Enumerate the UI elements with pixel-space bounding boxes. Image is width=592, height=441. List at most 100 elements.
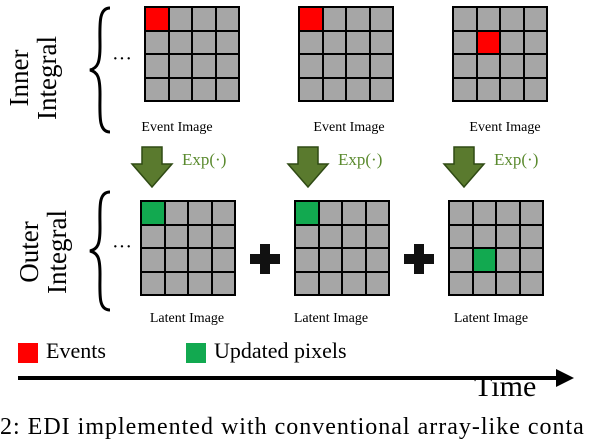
grid-pixel [370,78,392,100]
grid-pixel [501,55,523,77]
grid-pixel [319,272,341,294]
outer-integral-label: Outer Integral [14,187,75,317]
grid-pixel [501,78,523,100]
grid-pixel [193,31,215,53]
grid-pixel [165,202,187,224]
grid-pixel [497,249,519,271]
grid-pixel [212,272,234,294]
grid-pixel [212,202,234,224]
grid-pixel [501,31,523,53]
grid-pixel [323,8,345,30]
latent-image-caption: Latent Image [149,311,225,326]
updated-legend-swatch [186,343,206,363]
grid-pixel [189,272,211,294]
grid-pixel [370,55,392,77]
grid-pixel [450,249,472,271]
grid-pixel [216,31,238,53]
down-arrow-icon [442,146,486,188]
grid-pixel [520,225,542,247]
grid-pixel [370,31,392,53]
grid-pixel [169,31,191,53]
grid-pixel [477,55,499,77]
grid-pixel [216,55,238,77]
inner-label-line1: Inner [4,49,34,107]
grid-pixel [319,225,341,247]
grid-pixel [142,272,164,294]
grid-pixel [520,272,542,294]
grid-pixel [366,272,388,294]
event-image-grid [144,6,240,102]
grid-pixel [343,202,365,224]
grid-pixel [296,272,318,294]
plus-icon [404,244,434,274]
inner-brace-icon [89,6,111,134]
grid-pixel [343,249,365,271]
grid-pixel [169,78,191,100]
grid-pixel [370,8,392,30]
grid-pixel [347,78,369,100]
latent-image-caption: Latent Image [293,311,369,326]
exp-label: Exp(·) [494,150,539,169]
grid-pixel [454,31,476,53]
inner-integral-label: Inner Integral [4,23,65,133]
outer-ellipsis: ··· [112,236,132,258]
grid-pixel [473,202,495,224]
grid-pixel [497,225,519,247]
grid-pixel [323,31,345,53]
grid-pixel [366,249,388,271]
event-image-caption: Event Image [313,120,385,135]
grid-pixel [216,78,238,100]
grid-pixel [454,55,476,77]
grid-pixel [169,55,191,77]
latent-image-grid [294,200,390,296]
grid-pixel [146,78,168,100]
grid-pixel [473,272,495,294]
events-legend-swatch [18,343,38,363]
updated-pixel [142,202,164,224]
grid-pixel [319,202,341,224]
event-image-caption: Event Image [141,120,213,135]
grid-pixel [296,225,318,247]
grid-pixel [524,8,546,30]
event-image-grid [298,6,394,102]
event-image-caption: Event Image [469,120,541,135]
grid-pixel [323,55,345,77]
grid-pixel [524,55,546,77]
grid-pixel [189,225,211,247]
grid-pixel [520,249,542,271]
grid-pixel [300,78,322,100]
grid-pixel [319,249,341,271]
outer-brace-icon [89,190,111,312]
grid-pixel [497,272,519,294]
grid-pixel [165,225,187,247]
grid-pixel [524,31,546,53]
figure-caption: 2: EDI implemented with conventional arr… [0,414,585,440]
grid-pixel [366,202,388,224]
grid-pixel [347,8,369,30]
latent-image-grid [448,200,544,296]
grid-pixel [212,249,234,271]
events-legend-label: Events [46,338,106,363]
grid-pixel [189,202,211,224]
grid-pixel [165,249,187,271]
plus-icon [250,244,280,274]
grid-pixel [366,225,388,247]
grid-pixel [193,55,215,77]
grid-pixel [300,31,322,53]
exp-label: Exp(·) [338,150,383,169]
grid-pixel [296,249,318,271]
exp-label: Exp(·) [182,150,227,169]
grid-pixel [323,78,345,100]
time-label: Time [474,370,537,403]
grid-pixel [165,272,187,294]
down-arrow-icon [130,146,174,188]
grid-pixel [524,78,546,100]
down-arrow-icon [286,146,330,188]
grid-pixel [189,249,211,271]
grid-pixel [300,55,322,77]
grid-pixel [477,8,499,30]
grid-pixel [497,202,519,224]
grid-pixel [169,8,191,30]
grid-pixel [142,225,164,247]
grid-pixel [347,31,369,53]
